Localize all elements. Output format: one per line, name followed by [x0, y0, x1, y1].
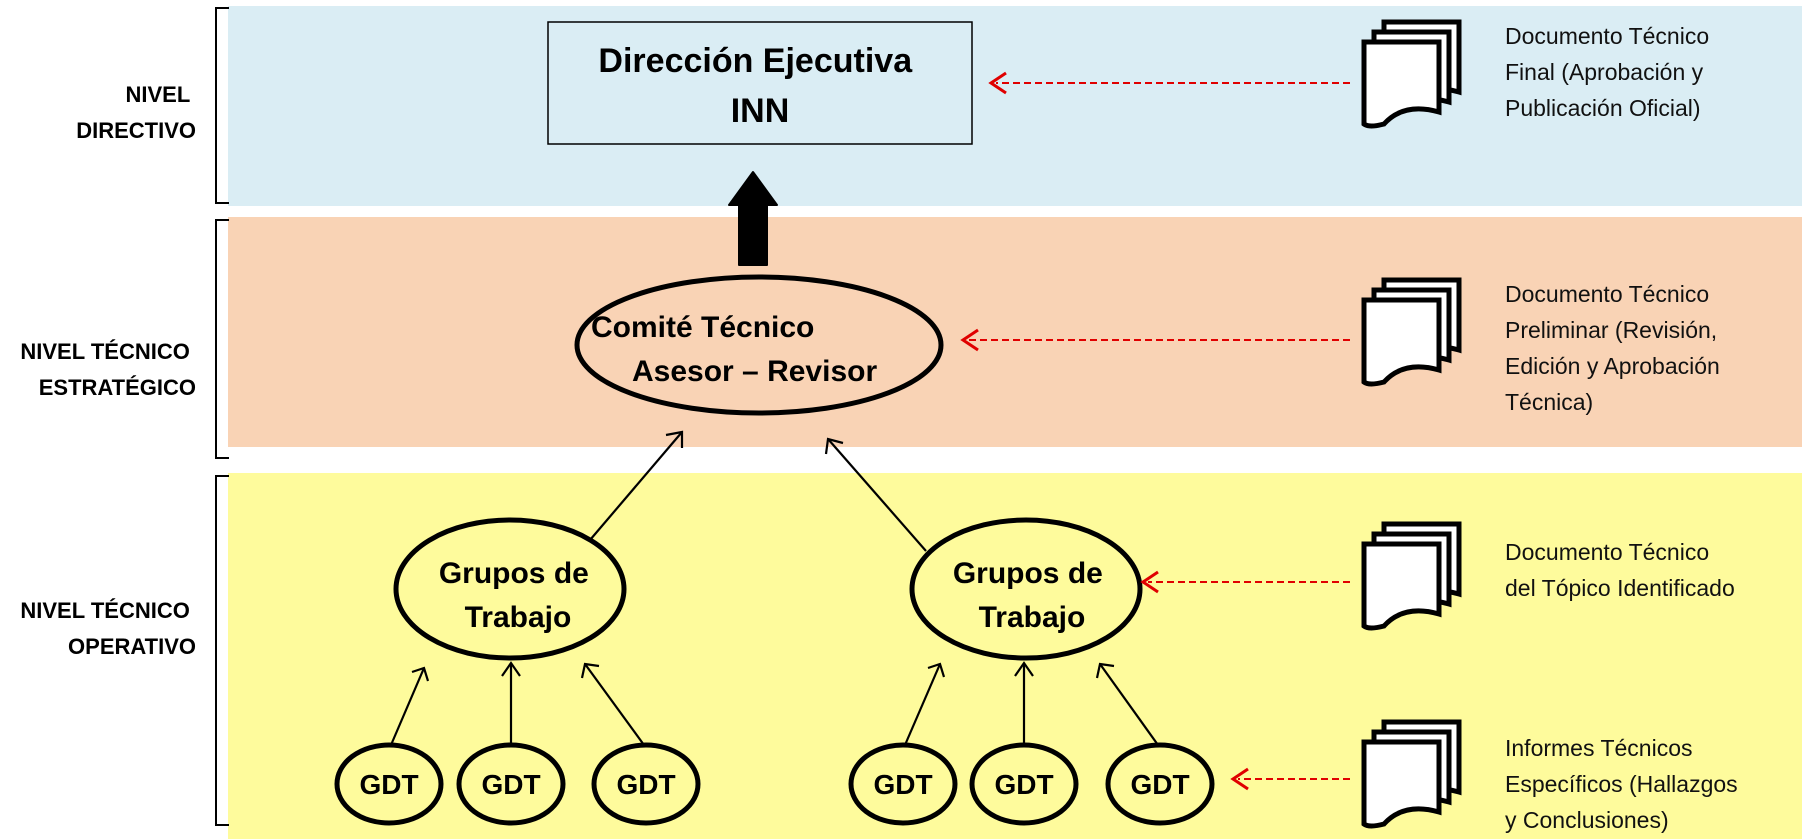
arrow-gdt3-to-grupo	[584, 663, 645, 746]
gdt-label: GDT	[994, 769, 1053, 800]
grupos-trabajo-right-label: Grupos de Trabajo	[953, 557, 1111, 634]
band-directivo	[228, 6, 1802, 206]
gdt-label: GDT	[359, 769, 418, 800]
doc-label-topico: Documento Técnico del Tópico Identificad…	[1505, 539, 1735, 601]
direccion-ejecutiva-label: Dirección Ejecutiva INN	[598, 42, 921, 130]
arrow-gdt6-to-grupo	[1099, 663, 1159, 746]
arrow-grupo-left-to-comite	[589, 431, 683, 541]
comite-tecnico-label: Comité Técnico Asesor – Revisor	[591, 311, 877, 388]
gdt-node: GDT	[334, 742, 444, 826]
gdt-node: GDT	[1105, 742, 1215, 826]
gdt-node: GDT	[848, 742, 958, 826]
gdt-label: GDT	[481, 769, 540, 800]
comite-tecnico-node	[574, 274, 944, 416]
gdt-node: GDT	[969, 742, 1079, 826]
gdt-label: GDT	[1130, 769, 1189, 800]
band-estrategico	[228, 217, 1802, 447]
bracket-operativo	[215, 475, 229, 826]
arrow-gdt4-to-grupo	[903, 663, 942, 746]
direccion-ejecutiva-box	[547, 21, 973, 145]
hierarchy-arrows	[389, 430, 1159, 746]
doc-label-preliminar: Documento Técnico Preliminar (Revisión, …	[1505, 281, 1726, 415]
document-flow-arrows	[960, 71, 1350, 791]
gdt-label: GDT	[873, 769, 932, 800]
grupos-trabajo-right-node	[909, 517, 1143, 661]
level-label-estrategico: NIVEL TÉCNICO ESTRATÉGICO	[20, 339, 196, 400]
doc-label-final: Documento Técnico Final (Aprobación y Pu…	[1505, 23, 1716, 121]
gdt-label: GDT	[616, 769, 675, 800]
doc-label-informes: Informes Técnicos Específicos (Hallazgos…	[1505, 735, 1744, 833]
thick-up-arrow	[728, 171, 778, 266]
arrow-grupo-right-to-comite	[827, 438, 927, 552]
level-label-directivo: NIVEL DIRECTIVO	[76, 82, 196, 143]
grupos-trabajo-left-label: Grupos de Trabajo	[439, 557, 597, 634]
bracket-directivo	[215, 7, 229, 204]
grupos-trabajo-left-node	[393, 517, 627, 661]
arrow-gdt1-to-grupo	[389, 667, 426, 746]
bracket-estrategico	[215, 219, 229, 459]
gdt-node: GDT	[591, 742, 701, 826]
level-label-operativo: NIVEL TÉCNICO OPERATIVO	[20, 598, 196, 659]
